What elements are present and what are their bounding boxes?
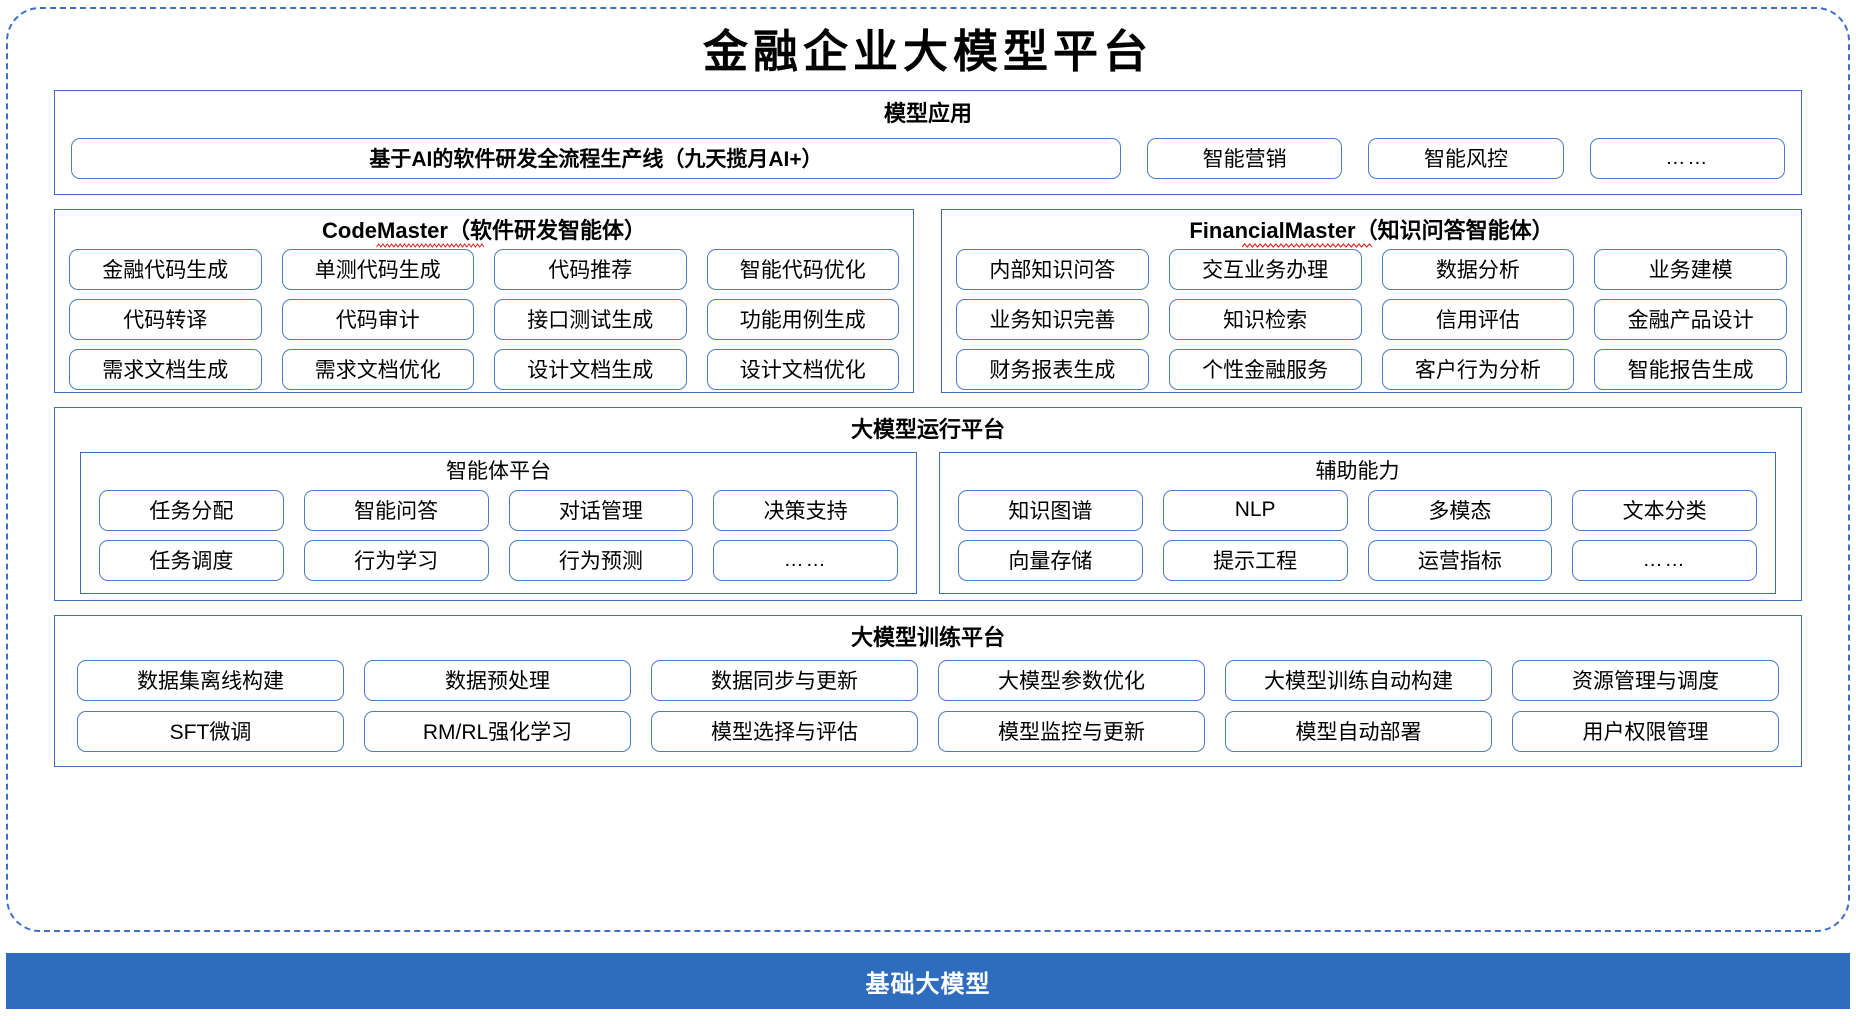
runtime-grid-agent-platform: 任务分配 智能问答 对话管理 决策支持 任务调度 行为学习 行为预测 ……: [99, 489, 898, 581]
section-title-codemaster: CodeMaster（软件研发智能体）: [55, 217, 913, 248]
chip-train-0-4[interactable]: 大模型训练自动构建: [1225, 659, 1492, 701]
chip-code-2-1[interactable]: 需求文档优化: [281, 348, 474, 390]
chip-run-b-0-2[interactable]: 多模态: [1367, 489, 1553, 531]
chip-fin-2-2[interactable]: 客户行为分析: [1381, 348, 1575, 390]
codemaster-row-2: 代码转译 代码审计 接口测试生成 功能用例生成: [69, 298, 899, 340]
runtime-support-row-2: 向量存储 提示工程 运营指标 ……: [958, 539, 1757, 581]
chip-code-2-2[interactable]: 设计文档生成: [494, 348, 687, 390]
chip-run-a-0-1[interactable]: 智能问答: [303, 489, 489, 531]
chip-run-b-0-3[interactable]: 文本分类: [1572, 489, 1757, 531]
chip-code-1-1[interactable]: 代码审计: [281, 298, 474, 340]
runtime-group-agent-platform: 智能体平台 任务分配 智能问答 对话管理 决策支持 任务调度 行为学习 行为预测…: [80, 451, 917, 594]
spellcheck-squiggle-icon: [1241, 242, 1372, 248]
codemaster-name-en: CodeMaster: [322, 218, 448, 243]
section-financialmaster: FinancialMaster（知识问答智能体） 内部知识问答 交互业务办理 数…: [941, 209, 1802, 393]
chip-run-b-1-3-more[interactable]: ……: [1572, 539, 1757, 581]
chip-run-a-1-0[interactable]: 任务调度: [99, 539, 284, 581]
chip-train-1-4[interactable]: 模型自动部署: [1225, 710, 1492, 752]
chip-code-0-2[interactable]: 代码推荐: [494, 248, 687, 290]
section-codemaster: CodeMaster（软件研发智能体） 金融代码生成 单测代码生成 代码推荐 智…: [54, 209, 914, 393]
chip-train-0-3[interactable]: 大模型参数优化: [938, 659, 1205, 701]
section-title-financialmaster: FinancialMaster（知识问答智能体）: [942, 217, 1801, 248]
chip-run-a-1-3-more[interactable]: ……: [713, 539, 898, 581]
chip-run-b-1-0[interactable]: 向量存储: [958, 539, 1143, 581]
chip-fin-1-2[interactable]: 信用评估: [1381, 298, 1575, 340]
chip-fin-2-3[interactable]: 智能报告生成: [1594, 348, 1787, 390]
chip-code-0-0[interactable]: 金融代码生成: [69, 248, 262, 290]
application-chip-marketing[interactable]: 智能营销: [1147, 137, 1343, 179]
codemaster-row-1: 金融代码生成 单测代码生成 代码推荐 智能代码优化: [69, 248, 899, 290]
section-title-model-application: 模型应用: [883, 101, 972, 126]
chip-train-0-1[interactable]: 数据预处理: [364, 659, 631, 701]
section-title-training-platform: 大模型训练平台: [850, 625, 1005, 650]
chip-code-0-1[interactable]: 单测代码生成: [281, 248, 474, 290]
codemaster-grid: 金融代码生成 单测代码生成 代码推荐 智能代码优化 代码转译 代码审计 接口测试…: [55, 248, 913, 390]
section-model-application: 模型应用 基于AI的软件研发全流程生产线（九天揽月AI+） 智能营销 智能风控 …: [54, 90, 1802, 195]
runtime-support-row-1: 知识图谱 NLP 多模态 文本分类: [958, 489, 1757, 531]
chip-run-a-1-2[interactable]: 行为预测: [508, 539, 694, 581]
section-training-platform: 大模型训练平台 数据集离线构建 数据预处理 数据同步与更新 大模型参数优化 大模…: [54, 615, 1802, 767]
chip-train-1-1[interactable]: RM/RL强化学习: [364, 710, 631, 752]
chip-code-2-3[interactable]: 设计文档优化: [706, 348, 899, 390]
runtime-columns: 智能体平台 任务分配 智能问答 对话管理 决策支持 任务调度 行为学习 行为预测…: [55, 451, 1801, 594]
chip-fin-1-1[interactable]: 知识检索: [1168, 298, 1362, 340]
chip-code-1-0[interactable]: 代码转译: [69, 298, 262, 340]
financialmaster-name-cn: （知识问答智能体）: [1355, 218, 1554, 243]
chip-code-0-3[interactable]: 智能代码优化: [706, 248, 899, 290]
spellcheck-squiggle-icon: [376, 242, 485, 248]
base-model-label: 基础大模型: [865, 970, 991, 998]
training-row-1: 数据集离线构建 数据预处理 数据同步与更新 大模型参数优化 大模型训练自动构建 …: [77, 659, 1779, 701]
application-primary-chip[interactable]: 基于AI的软件研发全流程生产线（九天揽月AI+）: [71, 137, 1121, 179]
chip-train-0-2[interactable]: 数据同步与更新: [651, 659, 918, 701]
section-runtime-platform: 大模型运行平台 智能体平台 任务分配 智能问答 对话管理 决策支持 任务调度 行…: [54, 407, 1802, 601]
chip-run-b-0-1[interactable]: NLP: [1162, 489, 1348, 531]
chip-run-b-1-1[interactable]: 提示工程: [1162, 539, 1348, 581]
chip-run-a-1-1[interactable]: 行为学习: [303, 539, 489, 581]
financialmaster-name-en: FinancialMaster: [1189, 218, 1356, 243]
application-items-row: 基于AI的软件研发全流程生产线（九天揽月AI+） 智能营销 智能风控 ……: [55, 137, 1801, 179]
chip-train-0-5[interactable]: 资源管理与调度: [1512, 659, 1779, 701]
chip-run-a-0-2[interactable]: 对话管理: [508, 489, 694, 531]
training-row-2: SFT微调 RM/RL强化学习 模型选择与评估 模型监控与更新 模型自动部署 用…: [77, 710, 1779, 752]
chip-fin-1-0[interactable]: 业务知识完善: [956, 298, 1149, 340]
chip-fin-0-1[interactable]: 交互业务办理: [1168, 248, 1362, 290]
application-chip-risk-control[interactable]: 智能风控: [1368, 137, 1564, 179]
chip-train-1-5[interactable]: 用户权限管理: [1512, 710, 1779, 752]
codemaster-name-cn: （软件研发智能体）: [447, 218, 646, 243]
runtime-group-title-agent-platform: 智能体平台: [446, 459, 551, 483]
chip-run-a-0-0[interactable]: 任务分配: [99, 489, 284, 531]
chip-fin-2-0[interactable]: 财务报表生成: [956, 348, 1149, 390]
chip-fin-2-1[interactable]: 个性金融服务: [1168, 348, 1362, 390]
chip-fin-0-2[interactable]: 数据分析: [1381, 248, 1575, 290]
chip-fin-0-0[interactable]: 内部知识问答: [956, 248, 1149, 290]
base-model-bar: 基础大模型: [6, 953, 1850, 1009]
financialmaster-row-1: 内部知识问答 交互业务办理 数据分析 业务建模: [956, 248, 1787, 290]
chip-run-a-0-3[interactable]: 决策支持: [713, 489, 898, 531]
runtime-grid-support-capability: 知识图谱 NLP 多模态 文本分类 向量存储 提示工程 运营指标 ……: [958, 489, 1757, 581]
chip-train-1-2[interactable]: 模型选择与评估: [651, 710, 918, 752]
chip-fin-1-3[interactable]: 金融产品设计: [1594, 298, 1787, 340]
runtime-agent-row-2: 任务调度 行为学习 行为预测 ……: [99, 539, 898, 581]
chip-train-1-0[interactable]: SFT微调: [77, 710, 344, 752]
runtime-group-title-support-capability: 辅助能力: [1315, 459, 1400, 483]
page-title: 金融企业大模型平台: [702, 27, 1153, 77]
runtime-agent-row-1: 任务分配 智能问答 对话管理 决策支持: [99, 489, 898, 531]
chip-run-b-1-2[interactable]: 运营指标: [1367, 539, 1553, 581]
codemaster-row-3: 需求文档生成 需求文档优化 设计文档生成 设计文档优化: [69, 348, 899, 390]
financialmaster-row-2: 业务知识完善 知识检索 信用评估 金融产品设计: [956, 298, 1787, 340]
chip-train-0-0[interactable]: 数据集离线构建: [77, 659, 344, 701]
financialmaster-grid: 内部知识问答 交互业务办理 数据分析 业务建模 业务知识完善 知识检索 信用评估…: [942, 248, 1801, 390]
financialmaster-row-3: 财务报表生成 个性金融服务 客户行为分析 智能报告生成: [956, 348, 1787, 390]
section-title-runtime-platform: 大模型运行平台: [850, 417, 1005, 442]
runtime-group-support-capability: 辅助能力 知识图谱 NLP 多模态 文本分类 向量存储 提示工程 运营指标 ……: [939, 451, 1776, 594]
training-grid: 数据集离线构建 数据预处理 数据同步与更新 大模型参数优化 大模型训练自动构建 …: [55, 659, 1801, 752]
chip-fin-0-3[interactable]: 业务建模: [1594, 248, 1787, 290]
application-chip-more[interactable]: ……: [1589, 137, 1785, 179]
chip-train-1-3[interactable]: 模型监控与更新: [938, 710, 1205, 752]
chip-run-b-0-0[interactable]: 知识图谱: [958, 489, 1143, 531]
chip-code-1-2[interactable]: 接口测试生成: [494, 298, 687, 340]
chip-code-2-0[interactable]: 需求文档生成: [69, 348, 262, 390]
chip-code-1-3[interactable]: 功能用例生成: [706, 298, 899, 340]
